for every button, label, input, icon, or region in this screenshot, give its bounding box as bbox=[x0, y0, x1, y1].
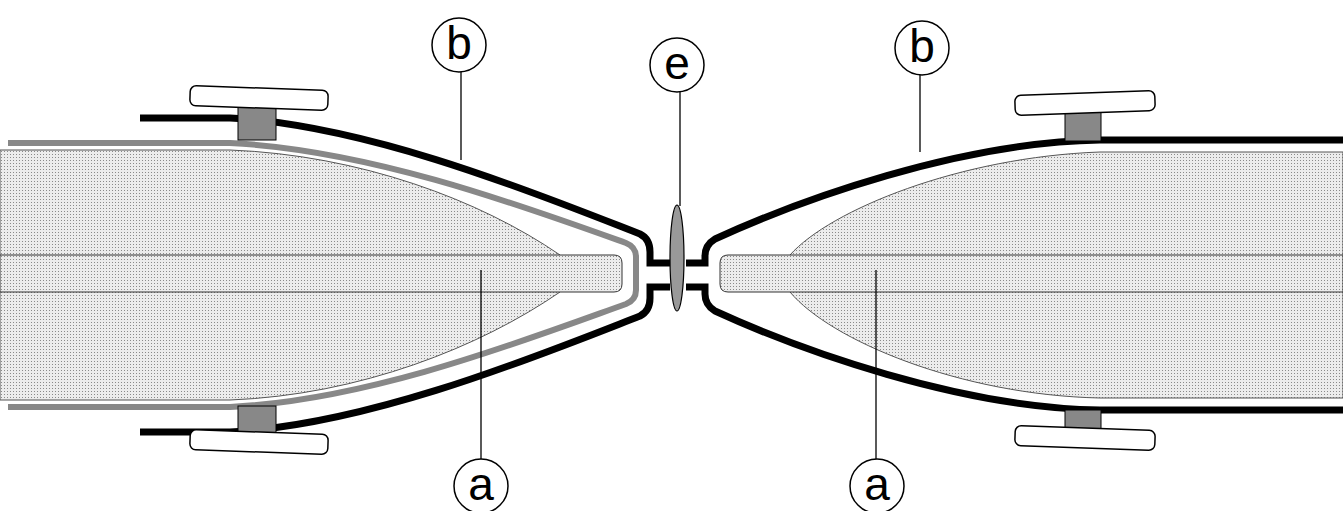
insulation-layer bbox=[8, 143, 636, 407]
clamp bbox=[190, 430, 329, 455]
callout-letter: a bbox=[468, 461, 494, 507]
leader-line bbox=[480, 270, 481, 459]
leader-line bbox=[875, 270, 876, 459]
callout-letter: e bbox=[664, 40, 690, 86]
callout-circle bbox=[895, 21, 949, 75]
sheath bbox=[686, 140, 1343, 263]
conductor bbox=[720, 255, 1343, 292]
callout-letter: b bbox=[446, 20, 472, 66]
leader-line bbox=[460, 72, 461, 160]
clamp-block bbox=[1065, 111, 1101, 141]
conductor bbox=[0, 255, 622, 292]
callout-circle bbox=[432, 18, 486, 72]
callout-circle bbox=[454, 459, 508, 511]
callout-circle bbox=[850, 459, 904, 511]
clamp bbox=[1015, 91, 1156, 116]
callout-letter: a bbox=[864, 461, 890, 507]
sheath bbox=[686, 287, 1343, 410]
disc bbox=[670, 205, 684, 311]
callout-letter: b bbox=[909, 23, 935, 69]
sheath bbox=[140, 287, 670, 432]
callout-circle bbox=[650, 38, 704, 92]
clamp-block bbox=[238, 406, 276, 434]
clamp bbox=[1015, 426, 1156, 451]
clamp bbox=[190, 86, 329, 111]
clamp-block bbox=[238, 106, 276, 140]
leader-line bbox=[919, 75, 920, 152]
leader-line bbox=[679, 92, 680, 206]
sheath bbox=[140, 118, 670, 263]
